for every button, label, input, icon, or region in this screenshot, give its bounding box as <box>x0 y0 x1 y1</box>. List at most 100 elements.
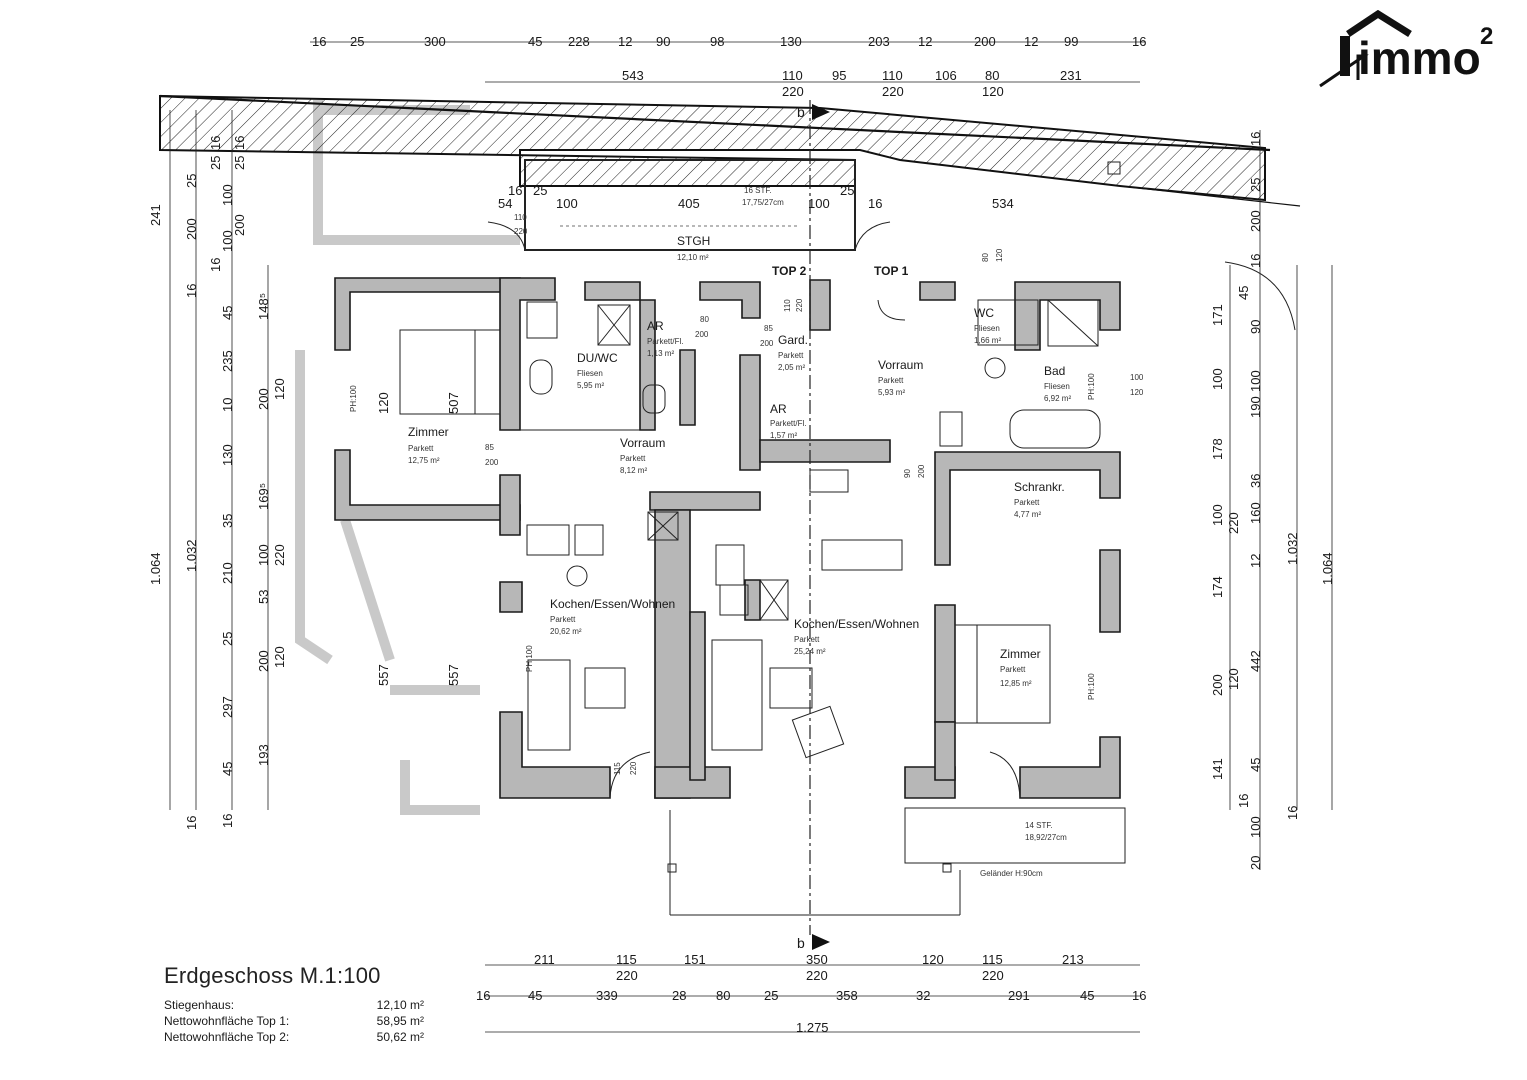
terrain-line <box>1119 185 1301 207</box>
svg-text:1.275: 1.275 <box>796 1020 829 1035</box>
svg-text:80: 80 <box>700 315 709 324</box>
svg-text:220: 220 <box>882 84 904 99</box>
svg-text:200: 200 <box>184 218 199 240</box>
legend-row-top1: Nettowohnfläche Top 1: 58,95 m² <box>164 1014 424 1028</box>
svg-text:220: 220 <box>982 968 1004 983</box>
svg-text:25: 25 <box>232 156 247 170</box>
svg-text:99: 99 <box>1064 34 1078 49</box>
svg-text:32: 32 <box>916 988 930 1003</box>
svg-text:16: 16 <box>208 258 223 272</box>
stair-top-size: 17,75/27cm <box>742 198 784 207</box>
svg-text:200: 200 <box>695 330 709 339</box>
svg-text:45: 45 <box>1236 286 1251 300</box>
svg-text:297: 297 <box>220 696 235 718</box>
svg-text:45: 45 <box>1248 758 1263 772</box>
svg-text:90: 90 <box>656 34 670 49</box>
svg-text:Parkett: Parkett <box>550 615 576 624</box>
svg-text:Bad: Bad <box>1044 364 1065 378</box>
svg-text:174: 174 <box>1210 576 1225 598</box>
svg-text:120: 120 <box>272 646 287 668</box>
svg-text:231: 231 <box>1060 68 1082 83</box>
svg-text:25: 25 <box>840 183 854 198</box>
svg-text:110: 110 <box>782 68 803 83</box>
svg-text:405: 405 <box>678 196 700 211</box>
svg-text:25: 25 <box>208 156 223 170</box>
svg-text:120: 120 <box>922 952 944 967</box>
svg-text:Parkett: Parkett <box>1000 665 1026 674</box>
svg-text:350: 350 <box>806 952 828 967</box>
svg-text:12: 12 <box>618 34 632 49</box>
svg-text:100: 100 <box>1130 373 1144 382</box>
svg-text:Parkett: Parkett <box>620 454 646 463</box>
svg-text:25,24 m²: 25,24 m² <box>794 647 826 656</box>
svg-text:12,75 m²: 12,75 m² <box>408 456 440 465</box>
svg-text:12: 12 <box>918 34 932 49</box>
svg-text:25: 25 <box>533 183 547 198</box>
svg-text:PH:100: PH:100 <box>1087 673 1096 700</box>
dimension-lines <box>169 41 1333 1033</box>
svg-text:200: 200 <box>485 458 499 467</box>
svg-text:300: 300 <box>424 34 446 49</box>
svg-text:98: 98 <box>710 34 724 49</box>
svg-text:16: 16 <box>184 816 199 830</box>
svg-text:STGH: STGH <box>677 234 710 248</box>
svg-text:100: 100 <box>220 184 235 206</box>
svg-text:10: 10 <box>220 398 235 412</box>
svg-text:16: 16 <box>868 196 882 211</box>
dims-inner-vertical: 120 507 557 557 <box>376 392 461 686</box>
svg-text:b: b <box>797 935 805 951</box>
svg-text:80: 80 <box>985 68 999 83</box>
svg-text:80: 80 <box>716 988 730 1003</box>
svg-text:220: 220 <box>629 761 638 775</box>
svg-text:5,93 m²: 5,93 m² <box>878 388 905 397</box>
svg-text:200: 200 <box>760 339 774 348</box>
dims-top-1: 16 25 300 45 228 12 90 98 130 203 12 200… <box>312 34 1146 49</box>
svg-text:AR: AR <box>647 319 664 333</box>
svg-text:b: b <box>797 104 805 120</box>
dims-right: 16 25 200 16 45 90 100 190 36 160 12 45 … <box>1210 132 1335 870</box>
svg-text:4,77 m²: 4,77 m² <box>1014 510 1041 519</box>
svg-text:190: 190 <box>1248 396 1263 418</box>
interior-lines <box>399 100 1126 935</box>
dims-bottom: 211 115 220 151 350 220 120 115 220 213 … <box>476 952 1146 1035</box>
railing-label: Geländer H:90cm <box>980 869 1043 878</box>
svg-text:200: 200 <box>1210 674 1225 696</box>
svg-text:120: 120 <box>376 392 391 414</box>
svg-text:Kochen/Essen/Wohnen: Kochen/Essen/Wohnen <box>550 597 675 611</box>
svg-text:16: 16 <box>1248 254 1263 268</box>
svg-text:85: 85 <box>485 443 494 452</box>
terrain-hatch <box>159 94 1266 202</box>
svg-text:557: 557 <box>376 664 391 686</box>
svg-text:200: 200 <box>256 650 271 672</box>
svg-text:1.064: 1.064 <box>1320 552 1335 585</box>
svg-text:220: 220 <box>1226 512 1241 534</box>
svg-text:85: 85 <box>764 324 773 333</box>
svg-text:5,95 m²: 5,95 m² <box>577 381 604 390</box>
unit-label-top2: TOP 2 <box>772 264 807 278</box>
svg-text:339: 339 <box>596 988 618 1003</box>
dims-top-2: 543 110 220 95 110 220 106 80 120 231 <box>622 68 1082 99</box>
svg-text:203: 203 <box>868 34 890 49</box>
svg-text:151: 151 <box>684 952 706 967</box>
svg-text:Vorraum: Vorraum <box>878 358 923 372</box>
svg-text:178: 178 <box>1210 438 1225 460</box>
svg-text:110: 110 <box>882 68 903 83</box>
svg-text:120: 120 <box>995 248 1004 262</box>
svg-text:1.032: 1.032 <box>1285 532 1300 565</box>
svg-text:110: 110 <box>783 299 792 312</box>
svg-text:90: 90 <box>903 469 912 478</box>
svg-text:100: 100 <box>1248 816 1263 838</box>
svg-text:220: 220 <box>514 227 528 236</box>
svg-text:442: 442 <box>1248 650 1263 672</box>
section-marker-top: b <box>797 104 830 120</box>
svg-text:534: 534 <box>992 196 1014 211</box>
svg-text:54: 54 <box>498 196 512 211</box>
svg-text:25: 25 <box>220 632 235 646</box>
svg-text:220: 220 <box>806 968 828 983</box>
svg-text:Parkett/Fl.: Parkett/Fl. <box>770 419 806 428</box>
property-line <box>159 94 1271 152</box>
svg-text:16: 16 <box>208 136 223 150</box>
svg-text:120: 120 <box>982 84 1004 99</box>
svg-text:PH:100: PH:100 <box>1087 373 1096 400</box>
svg-text:220: 220 <box>616 968 638 983</box>
